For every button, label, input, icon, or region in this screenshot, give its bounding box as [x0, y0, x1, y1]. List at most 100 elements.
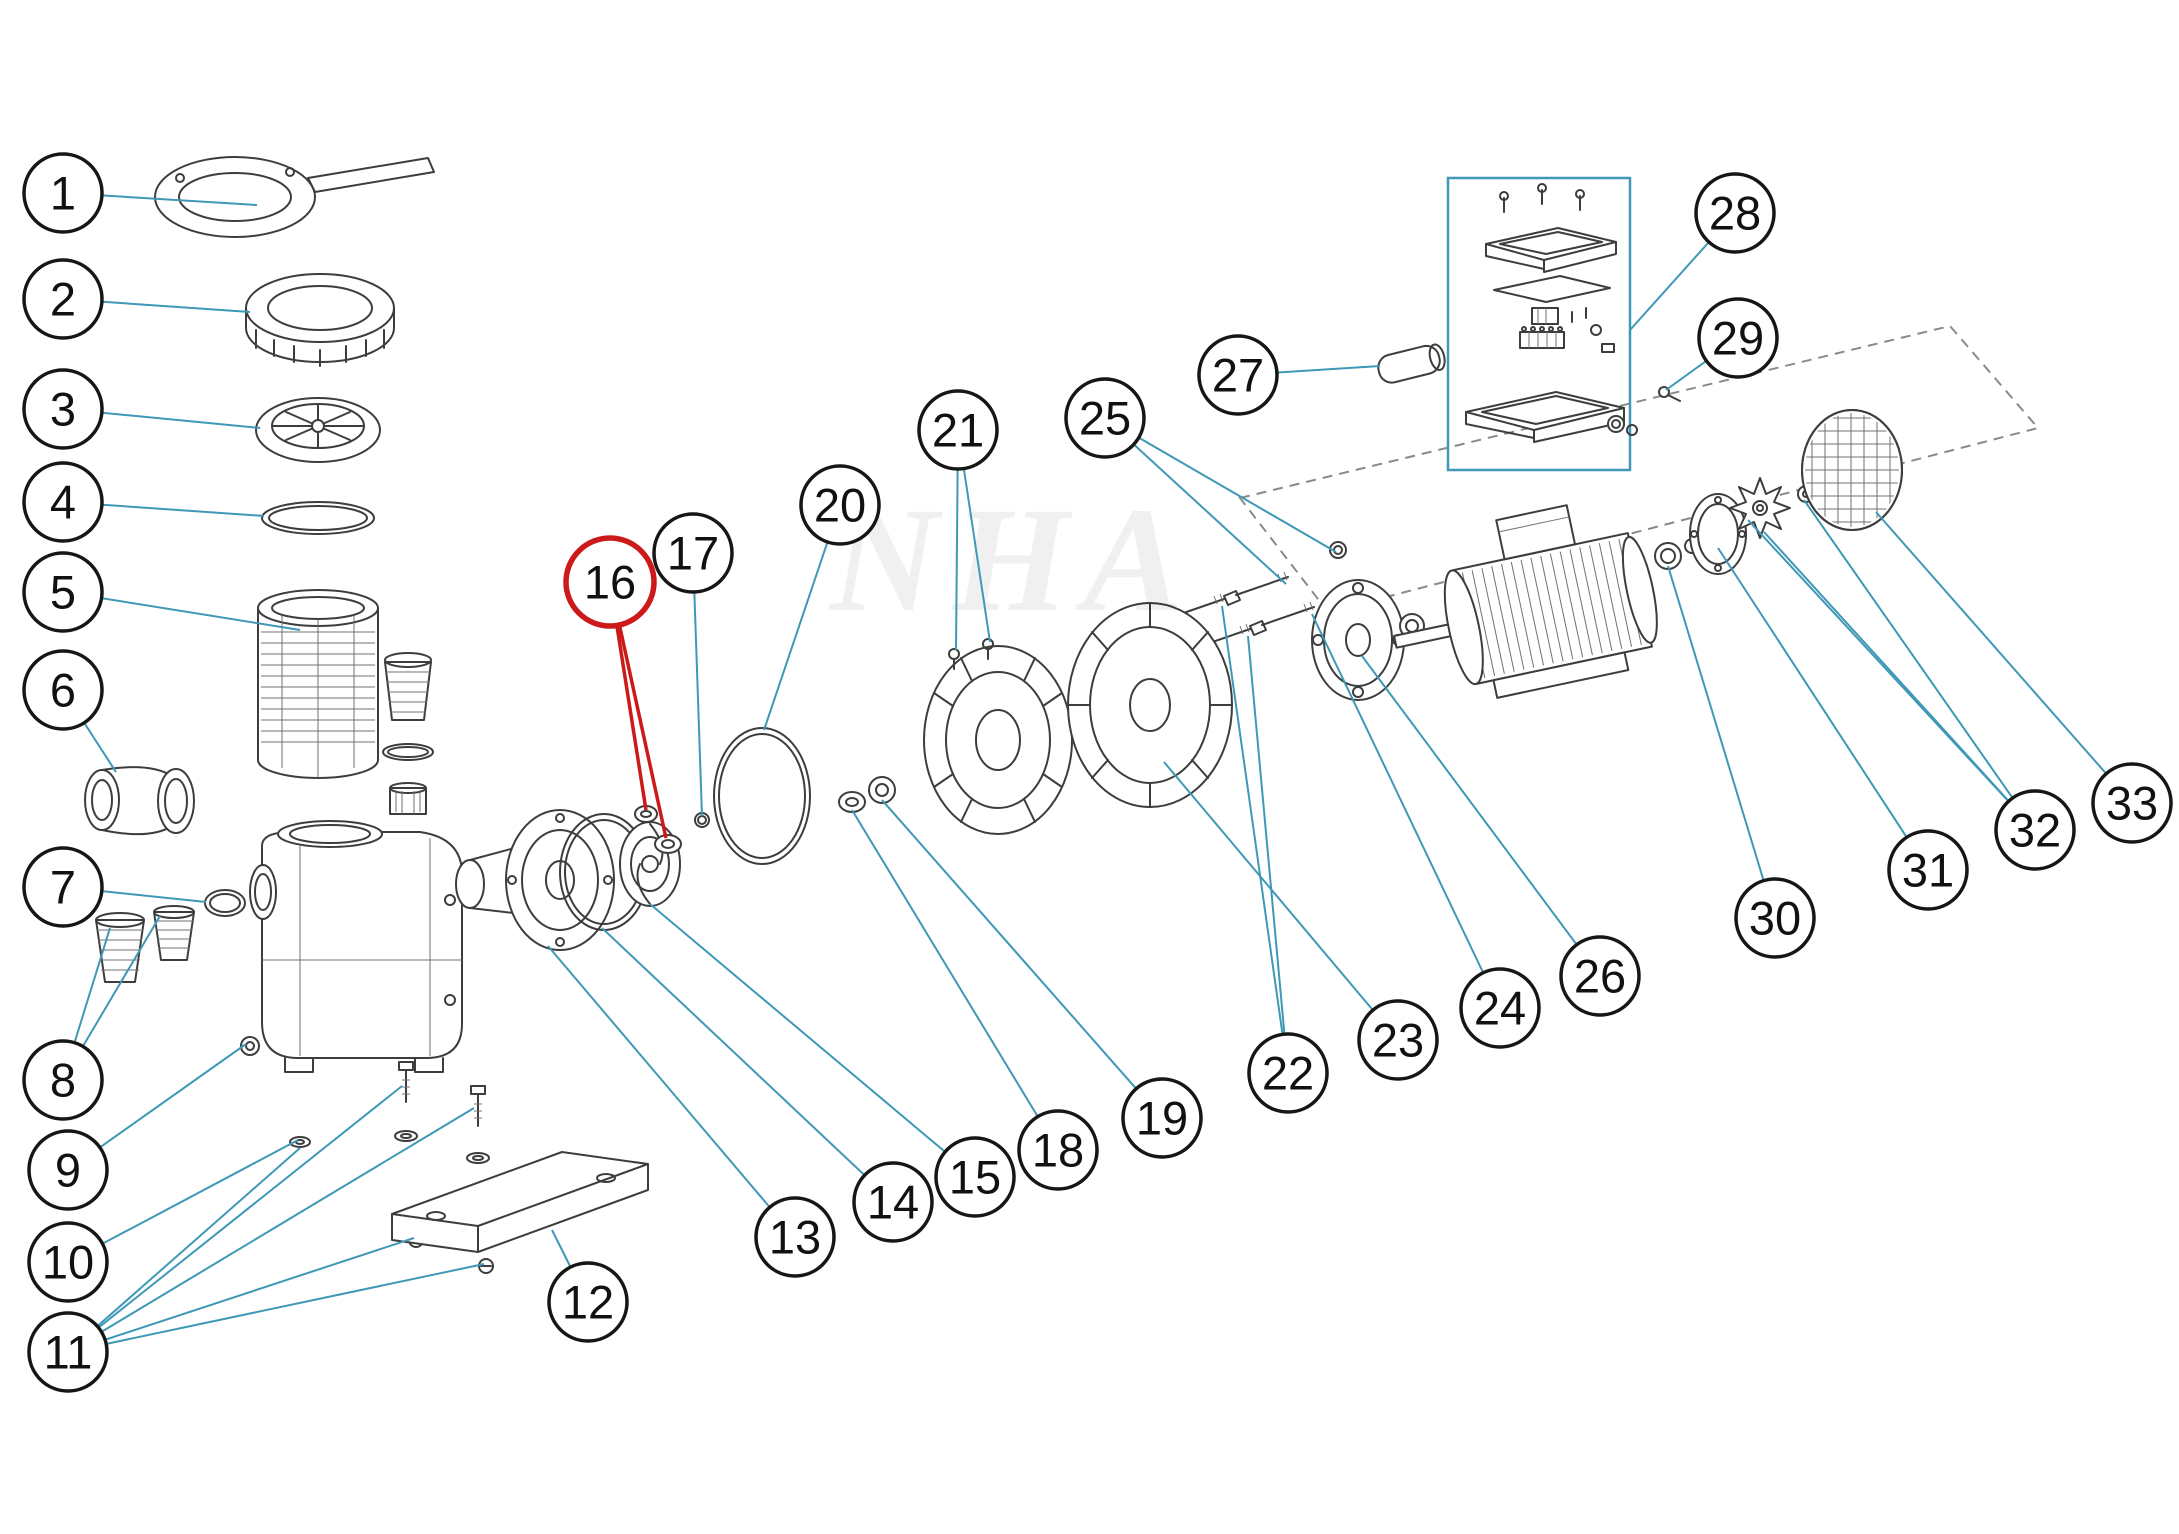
- drain-plug: [240, 1036, 260, 1056]
- callout-22[interactable]: 22: [1247, 1032, 1329, 1114]
- svg-text:8: 8: [50, 1054, 76, 1107]
- callout-17[interactable]: 17: [652, 512, 734, 594]
- svg-text:10: 10: [42, 1236, 94, 1289]
- callout-14[interactable]: 14: [852, 1161, 934, 1243]
- leader-line-33-1: [1875, 511, 2133, 804]
- svg-text:25: 25: [1079, 392, 1131, 445]
- diffuser: [923, 638, 1073, 835]
- callout-4[interactable]: 4: [22, 461, 104, 543]
- seal-housing: [1067, 602, 1233, 808]
- leader-lines: [62, 192, 2133, 1353]
- leader-line-25-1: [1104, 417, 1287, 585]
- svg-text:20: 20: [814, 479, 866, 532]
- svg-text:22: 22: [1262, 1047, 1314, 1100]
- callout-31[interactable]: 31: [1887, 829, 1969, 911]
- impeller-nut: [868, 776, 896, 804]
- svg-text:12: 12: [562, 1276, 614, 1329]
- leader-line-10-1: [67, 1139, 299, 1263]
- callout-1[interactable]: 1: [22, 152, 104, 234]
- leader-line-18-1: [851, 809, 1059, 1151]
- leader-line-26-1: [1361, 655, 1601, 977]
- port-o-ring: [204, 889, 246, 917]
- callout-7[interactable]: 7: [22, 846, 104, 928]
- callout-5[interactable]: 5: [22, 551, 104, 633]
- terminal-box-parts: [1446, 176, 1638, 472]
- svg-text:21: 21: [932, 404, 984, 457]
- svg-text:31: 31: [1902, 844, 1954, 897]
- svg-text:13: 13: [769, 1211, 821, 1264]
- svg-text:14: 14: [867, 1176, 919, 1229]
- pump-body: [249, 820, 463, 1073]
- leader-line-15-1: [649, 903, 976, 1178]
- callout-32[interactable]: 32: [1994, 789, 2076, 871]
- callout-23[interactable]: 23: [1357, 999, 1439, 1081]
- terminal-box-outline: [1446, 176, 1632, 472]
- svg-text:18: 18: [1032, 1124, 1084, 1177]
- svg-text:16: 16: [584, 556, 636, 609]
- svg-text:32: 32: [2009, 804, 2061, 857]
- seal-plate: [455, 809, 615, 951]
- callout-19[interactable]: 19: [1121, 1077, 1203, 1159]
- leader-line-14-1: [601, 927, 894, 1203]
- callout-27[interactable]: 27: [1197, 334, 1279, 416]
- callout-30[interactable]: 30: [1734, 877, 1816, 959]
- svg-text:1: 1: [50, 167, 76, 220]
- lid-wrench: [154, 156, 435, 238]
- callout-21[interactable]: 21: [917, 389, 999, 471]
- leader-line-32-2: [1763, 531, 2036, 831]
- union-adapters: [95, 905, 195, 983]
- union-fitting: [382, 652, 434, 815]
- svg-text:3: 3: [50, 383, 76, 436]
- svg-text:24: 24: [1474, 982, 1526, 1035]
- svg-text:26: 26: [1574, 950, 1626, 1003]
- fan-cover: [1801, 409, 1903, 531]
- leader-line-19-1: [881, 799, 1163, 1119]
- leader-line-17-1: [692, 552, 703, 817]
- watermark-text: NHA: [828, 477, 1197, 643]
- callout-33[interactable]: 33: [2091, 762, 2173, 844]
- callout-11[interactable]: 11: [27, 1311, 109, 1393]
- svg-text:2: 2: [50, 273, 76, 326]
- leader-line-13-1: [547, 945, 796, 1238]
- svg-text:4: 4: [50, 476, 76, 529]
- callout-26[interactable]: 26: [1559, 935, 1641, 1017]
- leader-line-11-4: [67, 1237, 415, 1353]
- capacitor: [1377, 343, 1446, 384]
- leader-line-22-1: [1221, 605, 1289, 1074]
- svg-text:27: 27: [1212, 349, 1264, 402]
- strainer-basket: [257, 589, 379, 779]
- lock-ring: [245, 273, 395, 367]
- leader-line-30-1: [1667, 565, 1776, 919]
- callout-24[interactable]: 24: [1459, 967, 1541, 1049]
- callout-3[interactable]: 3: [22, 368, 104, 450]
- svg-text:11: 11: [44, 1326, 93, 1379]
- svg-text:33: 33: [2106, 777, 2158, 830]
- motor: [1393, 504, 1658, 699]
- callout-20[interactable]: 20: [799, 464, 881, 546]
- svg-text:15: 15: [949, 1151, 1001, 1204]
- callout-12[interactable]: 12: [547, 1261, 629, 1343]
- leader-line-23-1: [1163, 761, 1399, 1041]
- svg-text:7: 7: [50, 861, 76, 914]
- callout-10[interactable]: 10: [27, 1221, 109, 1303]
- callout-25[interactable]: 25: [1064, 377, 1146, 459]
- svg-text:9: 9: [55, 1144, 81, 1197]
- svg-text:29: 29: [1712, 312, 1764, 365]
- callout-13[interactable]: 13: [754, 1196, 836, 1278]
- impeller-washer: [838, 791, 866, 813]
- callout-18[interactable]: 18: [1017, 1109, 1099, 1191]
- elbow-fitting: [84, 766, 195, 836]
- callout-6[interactable]: 6: [22, 649, 104, 731]
- strainer-lid: [255, 397, 381, 463]
- callout-9[interactable]: 9: [27, 1129, 109, 1211]
- svg-text:30: 30: [1749, 892, 1801, 945]
- svg-text:6: 6: [50, 664, 76, 717]
- callout-15[interactable]: 15: [934, 1136, 1016, 1218]
- callout-28[interactable]: 28: [1694, 172, 1776, 254]
- callout-16-highlighted[interactable]: 16: [563, 535, 657, 629]
- callout-2[interactable]: 2: [22, 258, 104, 340]
- rear-flange: [1689, 493, 1747, 575]
- callout-29[interactable]: 29: [1697, 297, 1779, 379]
- box-screw: [1658, 386, 1681, 402]
- callout-8[interactable]: 8: [22, 1039, 104, 1121]
